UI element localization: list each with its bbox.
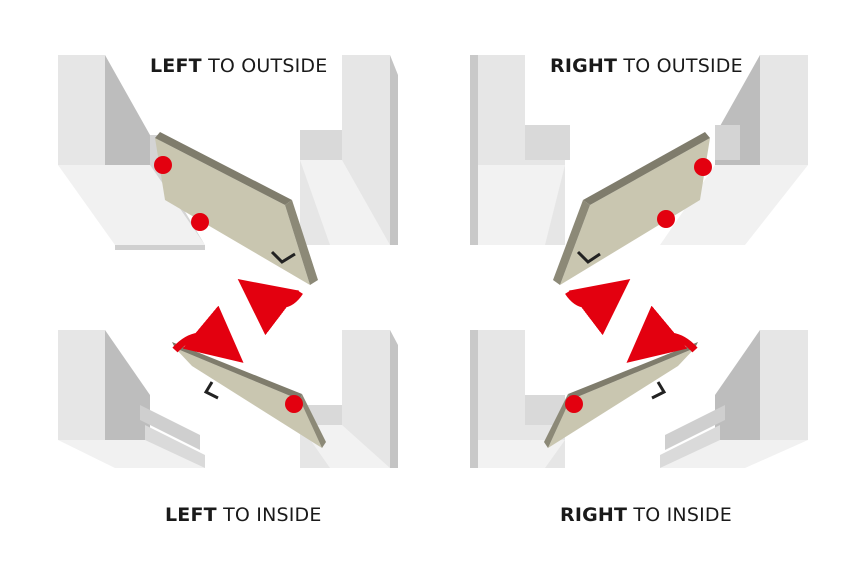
swing-arrow (172, 305, 244, 363)
label-right-outside: RIGHT TO OUTSIDE (550, 55, 743, 77)
wall-left-block (470, 330, 565, 468)
swing-arrow (626, 305, 698, 363)
wall-right-block (300, 55, 398, 245)
label-rest: TO INSIDE (223, 504, 322, 526)
label-rest: TO OUTSIDE (208, 55, 328, 77)
label-right-inside: RIGHT TO INSIDE (560, 504, 732, 526)
wall-right-block (660, 330, 808, 468)
label-rest: TO OUTSIDE (623, 55, 743, 77)
panel-left-outside (58, 55, 398, 336)
label-left-inside: LEFT TO INSIDE (165, 504, 322, 526)
wall-left-block (58, 55, 205, 250)
hinge-dot (191, 213, 209, 231)
wall-left-block (470, 55, 570, 245)
wall-right-block (300, 330, 398, 468)
hinge-dot (694, 158, 712, 176)
panel-left-inside (58, 305, 398, 468)
door-leaf (553, 132, 710, 285)
swing-arrow (565, 279, 631, 336)
wall-left-block (58, 330, 205, 468)
swing-arrow (237, 279, 303, 336)
panel-right-inside (470, 305, 808, 468)
label-rest: TO INSIDE (633, 504, 732, 526)
hinge-dot (154, 156, 172, 174)
door-leaf (172, 342, 326, 448)
label-left-outside: LEFT TO OUTSIDE (150, 55, 327, 77)
hinge-dot (565, 395, 583, 413)
label-bold: LEFT (165, 504, 217, 526)
label-bold: RIGHT (550, 55, 618, 77)
hinge-dot (285, 395, 303, 413)
hinge-dot (657, 210, 675, 228)
label-bold: RIGHT (560, 504, 628, 526)
door-leaf (155, 132, 318, 285)
panel-right-outside (470, 55, 808, 336)
label-bold: LEFT (150, 55, 202, 77)
wall-right-block (660, 55, 808, 245)
